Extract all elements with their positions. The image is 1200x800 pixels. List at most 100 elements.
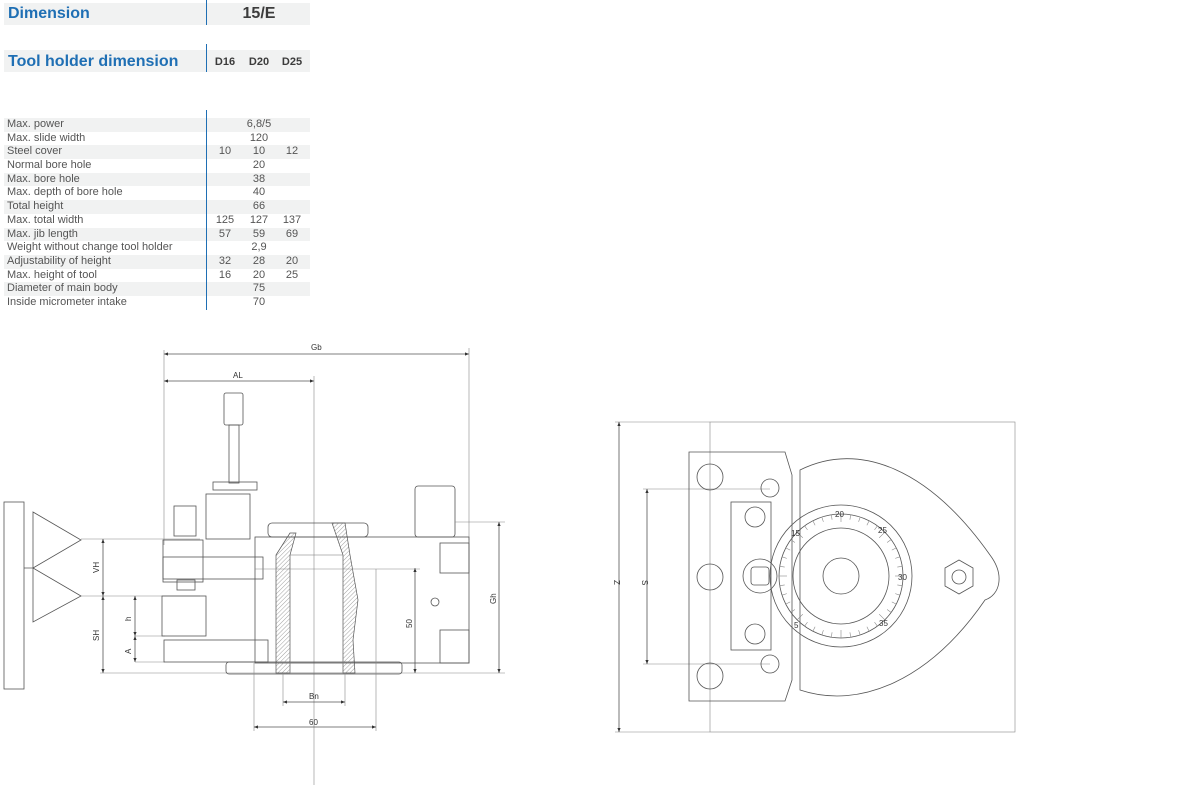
label-z: Z: [612, 580, 621, 585]
dial-tick: [812, 626, 816, 632]
dial-tick: [891, 547, 897, 551]
label-60: 60: [309, 718, 318, 727]
dial-tick: [895, 593, 901, 596]
spec-value: 20: [252, 159, 266, 172]
label-h: h: [124, 617, 133, 621]
dimension-label: Dimension: [8, 5, 90, 22]
label-vh: VH: [92, 562, 101, 573]
spec-row: Max. power 6,8/5: [4, 118, 310, 132]
label-a: A: [124, 648, 133, 654]
dial-tick: [895, 556, 901, 559]
dial-tick: [831, 514, 833, 520]
spec-value: 2,9: [251, 241, 267, 254]
spec-value: 59: [252, 227, 266, 240]
spec-label: Diameter of main body: [7, 282, 118, 295]
divider: [206, 0, 207, 25]
dial-tick: [785, 601, 791, 605]
label-gh: Gh: [489, 593, 498, 604]
spec-label: Max. slide width: [7, 131, 86, 144]
dial-tick: [790, 609, 796, 613]
dial-tick: [897, 584, 903, 586]
dial-tick: [804, 525, 808, 531]
dial-tick: [897, 566, 903, 568]
dial-tick: [866, 520, 870, 526]
spec-value: 69: [285, 227, 299, 240]
dial-tick: [781, 593, 787, 596]
spec-value: 28: [252, 254, 266, 267]
dial-tick: [886, 609, 892, 613]
label-gb: Gb: [311, 343, 322, 352]
dial-15: 15: [791, 529, 800, 538]
dial-20: 20: [835, 510, 844, 519]
spec-label: Max. power: [7, 118, 64, 130]
dial-5: 5: [794, 621, 799, 630]
spec-value: 10: [218, 145, 232, 158]
spec-row: Adjustability of height 32 28 20: [4, 254, 310, 269]
dial-tick: [790, 539, 796, 543]
spec-value: 40: [252, 186, 266, 199]
dial-tick: [874, 525, 878, 531]
dial-tick: [812, 520, 816, 526]
dial-25: 25: [878, 526, 887, 535]
label-50: 50: [405, 619, 414, 628]
tool-holder-label: Tool holder dimension: [8, 53, 179, 70]
spec-value: 70: [252, 295, 266, 308]
spec-value: 66: [252, 200, 266, 213]
dial-30: 30: [898, 573, 907, 582]
tool-holder-row: Tool holder dimension D16 D20 D25: [4, 50, 310, 72]
spec-label: Total height: [7, 200, 64, 213]
dial-tick: [858, 630, 861, 636]
dial-tick: [781, 556, 787, 559]
dial-tick: [874, 621, 878, 627]
spec-value: 6,8/5: [246, 118, 272, 130]
label-al: AL: [233, 371, 243, 380]
dial-tick: [779, 584, 785, 586]
dial-tick: [858, 516, 861, 522]
column-d25: D25: [281, 56, 303, 68]
dial-tick: [785, 547, 791, 551]
spec-label: Adjustability of height: [7, 254, 111, 267]
column-d16: D16: [214, 56, 236, 68]
spec-value: 10: [252, 145, 266, 158]
spec-value: 75: [252, 282, 266, 295]
dial-tick: [796, 613, 804, 621]
dial-tick: [886, 539, 892, 543]
spec-value: 20: [252, 268, 266, 281]
dial-tick: [849, 632, 851, 638]
spec-label: Max. height of tool: [7, 268, 97, 281]
dial-tick: [878, 531, 886, 539]
label-sh: SH: [92, 630, 101, 641]
dial-tick: [796, 531, 804, 539]
dial-35: 35: [879, 619, 888, 628]
spec-value: 137: [282, 213, 302, 226]
side-view-drawing: Gb AL VH SH h A 50 Gh Bn 60: [3, 343, 505, 785]
spec-label: Inside micrometer intake: [7, 295, 127, 308]
spec-value: 16: [218, 268, 232, 281]
spec-value: 20: [285, 254, 299, 267]
dial-tick: [866, 626, 870, 632]
label-s: S: [640, 580, 649, 585]
divider: [206, 44, 207, 72]
spec-value: 32: [218, 254, 232, 267]
spec-row: Weight without change tool holder 2,9: [4, 241, 310, 255]
spec-value: 125: [215, 213, 235, 226]
dial-tick: [779, 566, 785, 568]
spec-value: 127: [249, 213, 269, 226]
label-bn: Bn: [309, 692, 319, 701]
spec-row: Total height 66: [4, 200, 310, 214]
spec-label: Max. jib length: [7, 227, 78, 240]
dial-tick: [804, 621, 808, 627]
spec-value: 38: [252, 172, 266, 185]
dimension-value: 15/E: [242, 5, 276, 22]
dial-tick: [821, 630, 824, 636]
dial-tick: [849, 514, 851, 520]
spec-label: Weight without change tool holder: [7, 241, 173, 254]
